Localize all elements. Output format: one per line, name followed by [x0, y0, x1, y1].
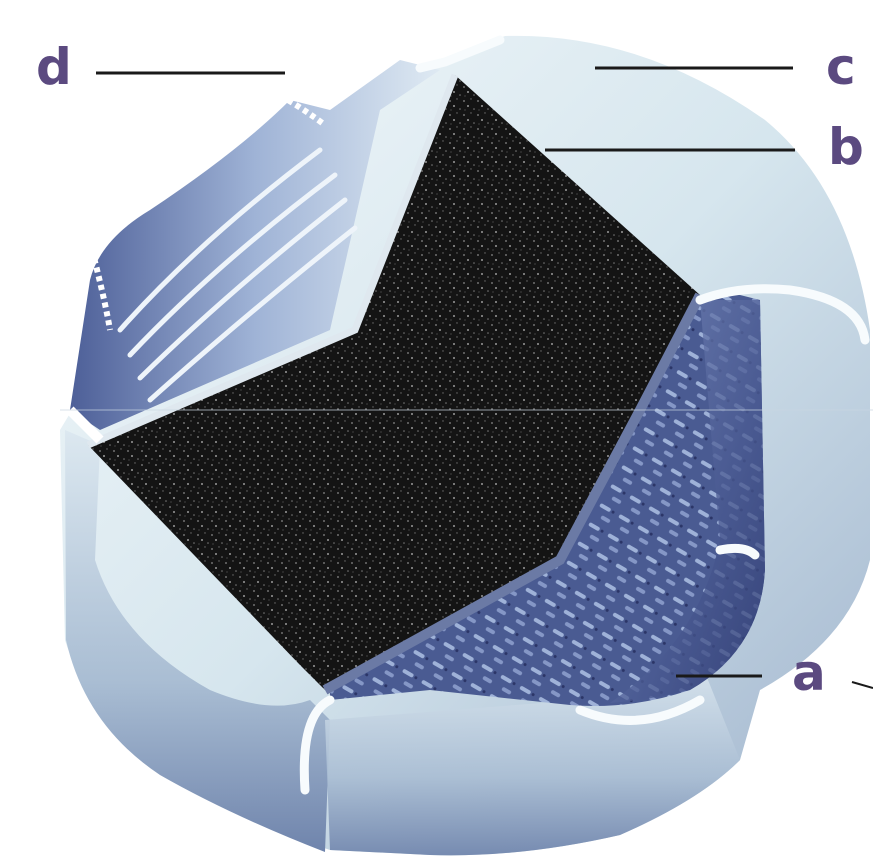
- callout-label-a: a: [792, 648, 826, 698]
- callout-label-b: b: [828, 122, 864, 172]
- callout-label-d: d: [36, 42, 72, 92]
- callout-label-c: c: [826, 42, 856, 92]
- leader-line-a-stub: [852, 682, 873, 688]
